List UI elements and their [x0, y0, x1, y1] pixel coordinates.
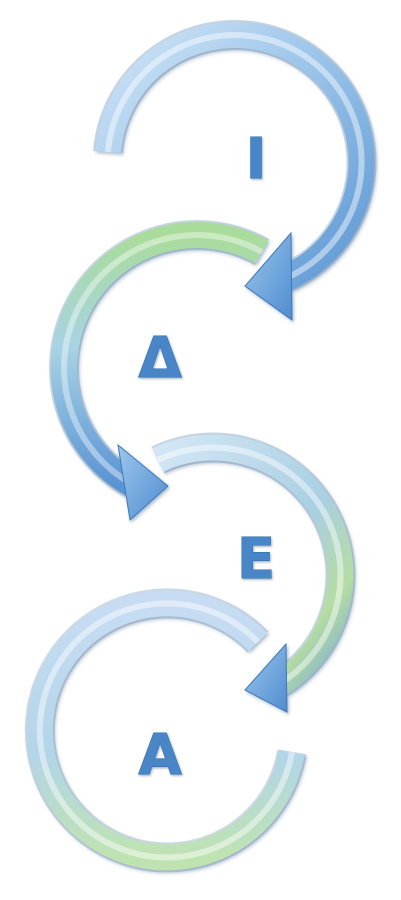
stage-letter-4: Α — [138, 723, 182, 788]
stage-letter-2: Δ — [138, 326, 182, 391]
stage-letter-1: Ι — [246, 127, 267, 192]
stage-letter-3: Ε — [237, 527, 275, 592]
cycle-arrow-1 — [108, 35, 362, 320]
arrowhead-3 — [245, 644, 287, 712]
